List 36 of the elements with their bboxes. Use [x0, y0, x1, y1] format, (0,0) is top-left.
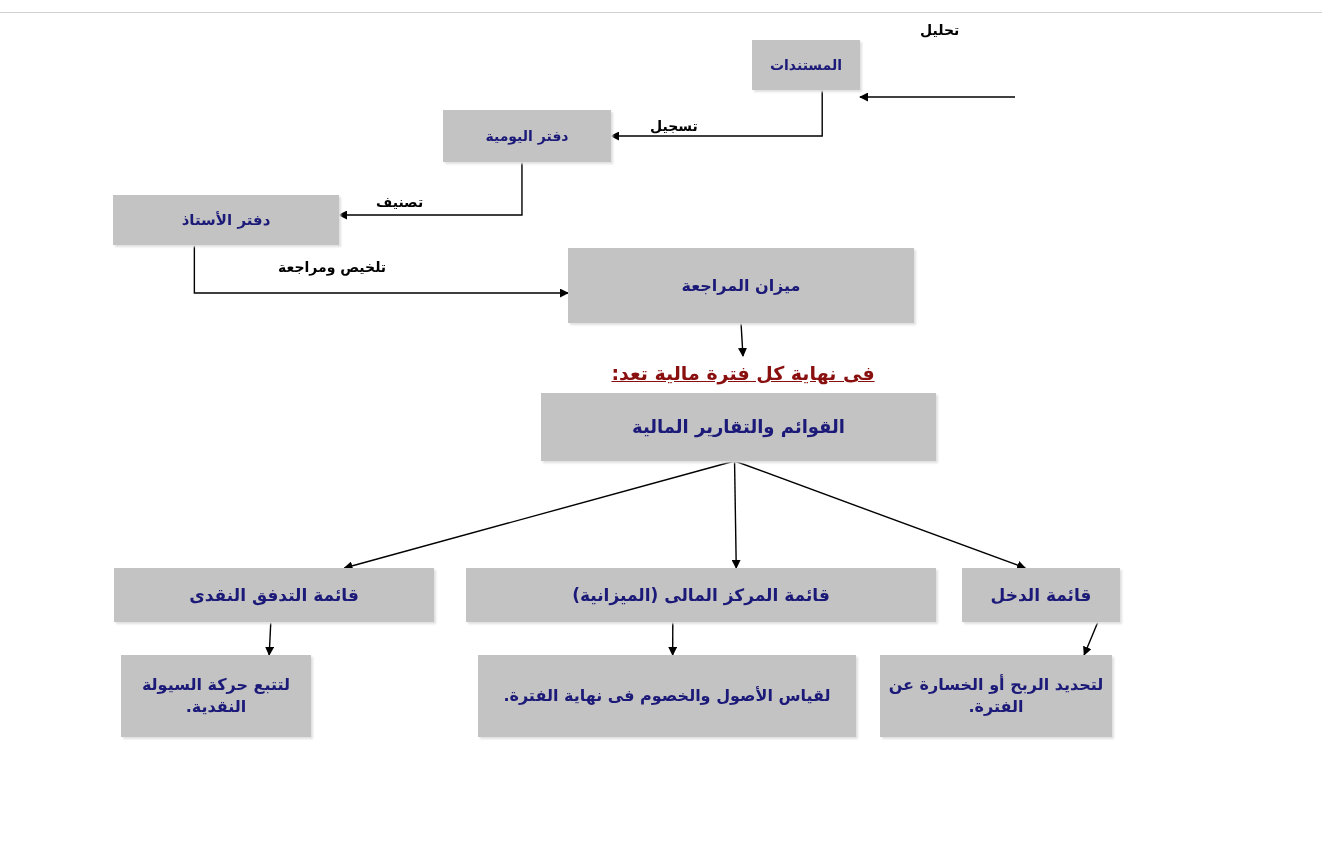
- arrow: [859, 92, 1016, 102]
- process-box: [752, 40, 860, 90]
- box-label: قائمة الدخل: [989, 583, 1093, 607]
- process-box: [880, 655, 1112, 737]
- box-label: لتحديد الربح أو الخسارة عن الفترة.: [887, 674, 1105, 718]
- arrow: [733, 460, 1027, 570]
- process-box: [568, 248, 914, 323]
- edge-label: تسجيل: [648, 118, 700, 134]
- arrow: [193, 244, 569, 298]
- process-box: [114, 568, 434, 622]
- edge-label: تحليل: [918, 22, 962, 38]
- arrow: [610, 89, 823, 141]
- box-label: المستندات: [768, 55, 844, 75]
- box-label: لقياس الأصول والخصوم فى نهاية الفترة.: [502, 685, 832, 707]
- box-label: دفتر الأستاذ: [180, 209, 272, 231]
- box-label: دفتر اليومية: [484, 126, 570, 146]
- box-label: قائمة التدفق النقدى: [188, 583, 360, 607]
- box-label: القوائم والتقارير المالية: [631, 414, 846, 440]
- box-label: قائمة المركز المالى (الميزانية): [571, 583, 831, 607]
- process-box: [541, 393, 936, 461]
- arrow: [265, 621, 275, 656]
- process-box: [443, 110, 611, 162]
- process-box: [478, 655, 856, 737]
- arrow: [668, 621, 678, 656]
- heading-text: فى نهاية كل فترة مالية تعد:: [611, 362, 875, 384]
- arrow: [343, 460, 736, 571]
- arrow: [738, 322, 747, 357]
- box-label: لتتبع حركة السيولة النقدية.: [140, 674, 292, 718]
- process-box: [113, 195, 339, 245]
- process-box: [466, 568, 936, 622]
- process-box: [121, 655, 311, 737]
- arrow: [338, 161, 523, 220]
- arrow: [1083, 621, 1099, 656]
- process-box: [962, 568, 1120, 622]
- arrow: [731, 460, 741, 569]
- box-label: ميزان المراجعة: [680, 274, 802, 297]
